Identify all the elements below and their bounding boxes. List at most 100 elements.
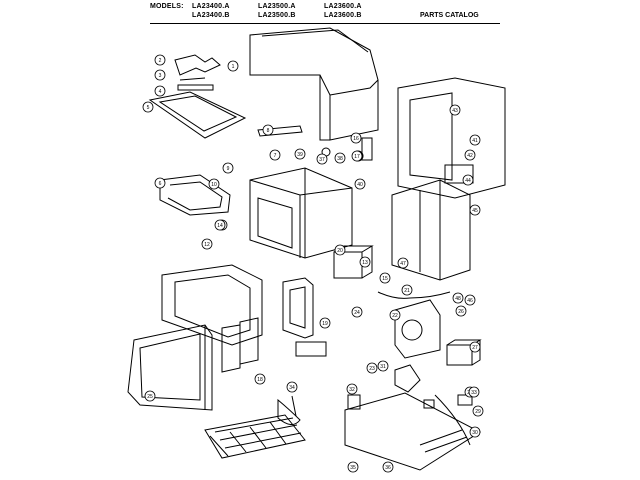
- diagram-header: MODELS: LA23400.A LA23500.A LA23600.A LA…: [150, 3, 500, 27]
- callout-markers: 1234567891011121314151617181920212223242…: [142, 54, 484, 473]
- callout-circle: [201, 238, 213, 250]
- callout-circle: [401, 284, 413, 296]
- callout-number: 41: [472, 138, 478, 144]
- door-screen: [221, 324, 241, 373]
- callout-circle: [379, 272, 391, 284]
- callout-circle: [389, 309, 401, 321]
- callout-circle: [351, 150, 363, 162]
- callout-circle: [366, 362, 378, 374]
- callout-circle: [469, 134, 481, 146]
- callout-number: 38: [337, 156, 343, 162]
- callout-circle: [144, 390, 156, 402]
- callout-circle: [347, 461, 359, 473]
- transformer: [446, 344, 473, 366]
- model-number: LA23600.A: [324, 3, 362, 10]
- callout-circle: [214, 219, 226, 231]
- callout-circle: [319, 317, 331, 329]
- model-number: LA23400.A: [192, 3, 230, 10]
- wave-guide-bracket: [159, 174, 231, 216]
- power-cord: [434, 394, 471, 446]
- callout-number: 20: [337, 248, 343, 254]
- callout-number: 48: [455, 296, 461, 302]
- callout-number: 46: [467, 298, 473, 304]
- callout-circle: [468, 386, 480, 398]
- callout-circle: [359, 256, 371, 268]
- model-number: LA23600.B: [324, 12, 362, 19]
- interlock-switch: [361, 137, 373, 161]
- callout-number: 2: [159, 58, 162, 64]
- callout-circle: [208, 178, 220, 190]
- callout-number: 15: [382, 276, 388, 282]
- callout-circle: [142, 101, 154, 113]
- callout-number: 6: [159, 181, 162, 187]
- callout-circle: [350, 132, 362, 144]
- callout-circle: [472, 405, 484, 417]
- callout-number: 39: [297, 152, 303, 158]
- callout-circle: [262, 124, 274, 136]
- cooling-fan-blade: [394, 364, 421, 393]
- oven-rack: [204, 414, 306, 459]
- callout-number: 5: [147, 105, 150, 111]
- callout-number: 16: [353, 136, 359, 142]
- callout-number: 45: [472, 208, 478, 214]
- callout-circle: [377, 360, 389, 372]
- stirrer-cover-plate: [148, 91, 247, 139]
- callout-circle: [154, 54, 166, 66]
- callout-number: 35: [350, 465, 356, 471]
- callout-circle: [294, 148, 306, 160]
- callout-number: 30: [472, 430, 478, 436]
- callout-circle: [227, 60, 239, 72]
- callout-number: 24: [354, 310, 360, 316]
- temperature-probe: [277, 398, 301, 425]
- callout-number: 44: [465, 178, 471, 184]
- models-label: MODELS:: [150, 3, 184, 10]
- callout-circle: [154, 85, 166, 97]
- callout-circle: [397, 257, 409, 269]
- callout-circle: [346, 383, 358, 395]
- callout-circle: [469, 204, 481, 216]
- callout-circle: [334, 244, 346, 256]
- fuse-holder: [457, 394, 473, 406]
- callout-circle: [462, 174, 474, 186]
- callout-circle: [455, 305, 467, 317]
- callout-circle: [286, 381, 298, 393]
- bracket-bar: [257, 125, 303, 137]
- model-number: LA23500.B: [258, 12, 296, 19]
- base-plate: [344, 392, 482, 471]
- callout-number: 19: [322, 321, 328, 327]
- callout-circle: [254, 373, 266, 385]
- callout-number: 1: [232, 64, 235, 70]
- shaft-part: [177, 84, 214, 91]
- magnetron: [333, 251, 363, 279]
- model-number: LA23500.A: [258, 3, 296, 10]
- callout-number: 7: [274, 153, 277, 159]
- door-choke: [282, 277, 314, 339]
- callout-number: 36: [385, 465, 391, 471]
- hinge: [347, 394, 361, 410]
- callout-number: 42: [467, 153, 473, 159]
- callout-number: 33: [471, 390, 477, 396]
- oven-cavity: [249, 167, 353, 259]
- callout-number: 18: [257, 377, 263, 383]
- door-frame: [161, 264, 263, 346]
- door-latch: [295, 341, 327, 357]
- callout-number: 8: [267, 128, 270, 134]
- callout-number: 29: [475, 409, 481, 415]
- callout-number: 17: [354, 154, 360, 160]
- control-module: [397, 77, 506, 199]
- stirrer-fan: [174, 54, 221, 76]
- callout-number: 47: [400, 261, 406, 267]
- callout-circle: [469, 341, 481, 353]
- callout-number: 4: [159, 89, 162, 95]
- callout-number: 13: [362, 260, 368, 266]
- callout-number: 31: [380, 364, 386, 370]
- callout-number: 26: [458, 309, 464, 315]
- model-number: LA23400.B: [192, 12, 230, 19]
- callout-circle: [222, 162, 234, 174]
- callout-number: 10: [211, 182, 217, 188]
- callout-number: 25: [147, 394, 153, 400]
- wire-harness: [377, 291, 451, 299]
- callout-circle: [354, 178, 366, 190]
- callout-number: 9: [227, 166, 230, 172]
